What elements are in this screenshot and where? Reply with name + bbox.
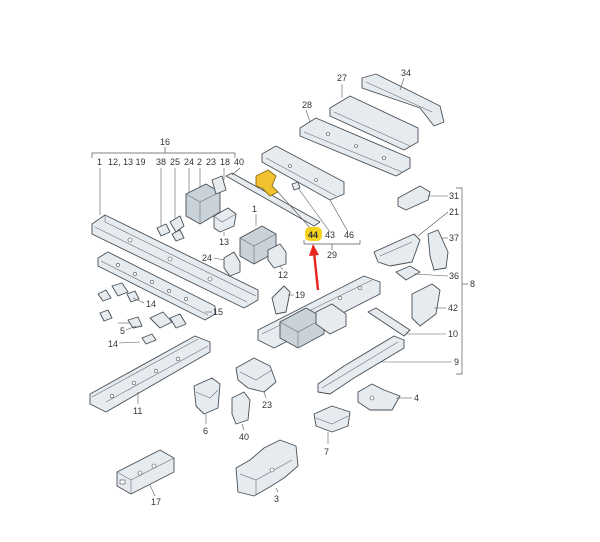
red-indicator-arrow bbox=[309, 244, 320, 291]
label-40: 40 bbox=[234, 157, 244, 167]
callout-44-highlight bbox=[305, 227, 322, 241]
part-13-bracket[interactable]: 13 bbox=[213, 207, 237, 247]
part-12-bracket[interactable]: 12 bbox=[267, 243, 288, 280]
callout-6[interactable]: 6 bbox=[203, 426, 208, 436]
part-center-frame-assembly[interactable] bbox=[257, 275, 381, 349]
callout-46[interactable]: 46 bbox=[344, 230, 354, 240]
callout-12[interactable]: 12 bbox=[278, 270, 288, 280]
part-6-bracket[interactable]: 6 bbox=[193, 377, 221, 436]
label-38: 38 bbox=[156, 157, 166, 167]
label-25: 25 bbox=[170, 157, 180, 167]
part-7-bracket[interactable]: 7 bbox=[313, 405, 351, 457]
callout-37[interactable]: 37 bbox=[449, 233, 459, 243]
label-12-13-19: 12, 13 19 bbox=[108, 157, 146, 167]
part-36-plate[interactable]: 36 bbox=[395, 265, 459, 281]
callout-14-upper[interactable]: 14 bbox=[146, 299, 156, 309]
part-31-bracket[interactable]: 31 bbox=[397, 185, 459, 211]
callout-9[interactable]: 9 bbox=[454, 357, 459, 367]
part-21-bracket[interactable]: 21 bbox=[373, 207, 459, 267]
part-29-long-member[interactable] bbox=[261, 145, 345, 201]
callout-group-44-43-46-29: 44 43 46 29 bbox=[277, 187, 361, 260]
callout-31[interactable]: 31 bbox=[449, 191, 459, 201]
callout-17[interactable]: 17 bbox=[151, 497, 161, 507]
callout-40[interactable]: 40 bbox=[239, 432, 249, 442]
part-28-cross-member[interactable]: 28 bbox=[299, 100, 411, 177]
part-10-member[interactable]: 10 bbox=[367, 307, 458, 339]
callout-11[interactable]: 11 bbox=[133, 406, 142, 416]
part-14-brackets[interactable]: 14 5 14 bbox=[97, 282, 187, 349]
callout-24[interactable]: 24 bbox=[202, 253, 212, 263]
callout-28[interactable]: 28 bbox=[302, 100, 312, 110]
part-1-side-rail[interactable] bbox=[91, 214, 259, 309]
part-34-curved-beam[interactable]: 34 bbox=[361, 68, 445, 127]
callout-21[interactable]: 21 bbox=[449, 207, 459, 217]
callout-16[interactable]: 16 bbox=[160, 137, 170, 147]
label-24: 24 bbox=[184, 157, 194, 167]
callout-36[interactable]: 36 bbox=[449, 271, 459, 281]
part-19-bracket[interactable]: 19 bbox=[271, 285, 305, 315]
callout-29[interactable]: 29 bbox=[327, 250, 337, 260]
callout-13[interactable]: 13 bbox=[219, 237, 229, 247]
bracket-group-16: 16 1 12, 13 19 38 25 24 2 23 18 40 bbox=[91, 137, 244, 228]
callout-5[interactable]: 5 bbox=[120, 326, 125, 336]
callout-10[interactable]: 10 bbox=[448, 329, 458, 339]
part-15-lower-rail[interactable]: 15 bbox=[97, 251, 223, 321]
part-3-tall-bracket[interactable]: 3 bbox=[235, 439, 299, 504]
label-2: 2 bbox=[197, 157, 202, 167]
callout-42[interactable]: 42 bbox=[448, 303, 458, 313]
part-24-mount[interactable]: 24 bbox=[202, 251, 241, 277]
callout-3[interactable]: 3 bbox=[274, 494, 279, 504]
part-42-bracket[interactable]: 42 bbox=[411, 283, 458, 327]
part-40-bracket[interactable]: 40 bbox=[231, 391, 251, 442]
part-23-bracket[interactable]: 23 bbox=[235, 357, 277, 410]
callout-8[interactable]: 8 bbox=[470, 279, 475, 289]
callout-27[interactable]: 27 bbox=[337, 73, 347, 83]
part-11-lower-beam[interactable]: 11 bbox=[89, 335, 211, 416]
callout-23[interactable]: 23 bbox=[262, 400, 272, 410]
part-27-top-member[interactable]: 27 bbox=[329, 73, 419, 151]
callout-43[interactable]: 43 bbox=[325, 230, 335, 240]
callout-4[interactable]: 4 bbox=[414, 393, 419, 403]
label-23: 23 bbox=[206, 157, 216, 167]
part-37-bracket[interactable]: 37 bbox=[427, 229, 459, 271]
callout-19[interactable]: 19 bbox=[295, 290, 305, 300]
part-38-small-clip[interactable] bbox=[156, 223, 171, 237]
callout-44[interactable]: 44 bbox=[308, 230, 318, 240]
bracket-group-8: 8 bbox=[456, 187, 475, 375]
part-2-bracket-assembly[interactable] bbox=[185, 175, 227, 225]
callout-14-lower[interactable]: 14 bbox=[108, 339, 118, 349]
label-1: 1 bbox=[97, 157, 102, 167]
callout-1[interactable]: 1 bbox=[252, 204, 257, 214]
part-25-small-clip[interactable] bbox=[169, 215, 185, 242]
label-18: 18 bbox=[220, 157, 230, 167]
part-17-box-member[interactable]: 17 bbox=[116, 449, 175, 507]
part-9-long-member[interactable]: 9 bbox=[317, 335, 459, 395]
part-4-plate[interactable]: 4 bbox=[357, 383, 419, 411]
callout-34[interactable]: 34 bbox=[401, 68, 411, 78]
callout-15[interactable]: 15 bbox=[213, 307, 223, 317]
callout-7[interactable]: 7 bbox=[324, 447, 329, 457]
